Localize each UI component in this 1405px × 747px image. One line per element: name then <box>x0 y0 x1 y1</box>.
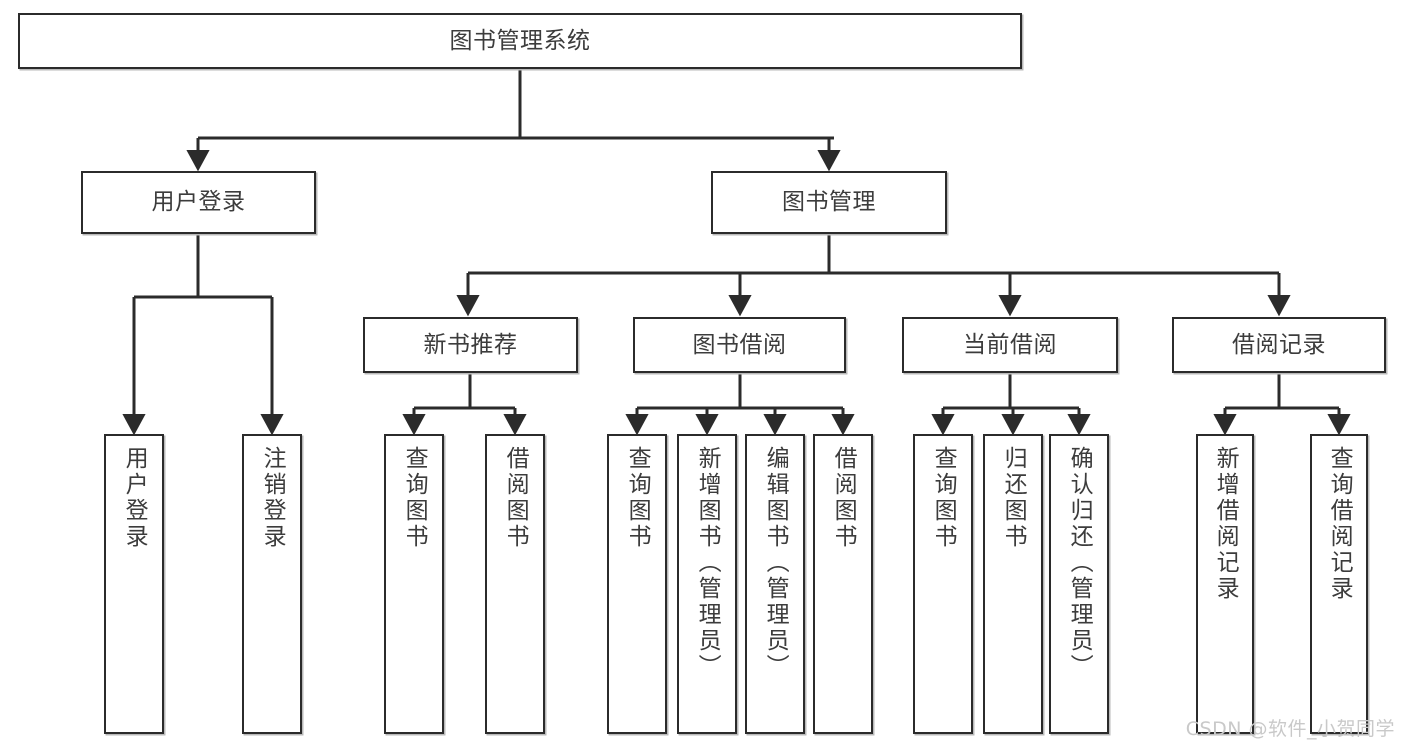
node-new-book-recommendation[interactable]: 新书推荐 <box>363 317 578 373</box>
node-current-borrowing[interactable]: 当前借阅 <box>902 317 1118 373</box>
leaf-book-borrow-edit-book-admin[interactable]: 编辑图书（管理员） <box>745 434 805 734</box>
node-label: 新增图书（管理员） <box>694 446 721 680</box>
node-label: 图书管理系统 <box>449 27 591 54</box>
node-label: 借阅图书 <box>830 446 857 550</box>
node-borrow-record[interactable]: 借阅记录 <box>1172 317 1386 373</box>
leaf-book-borrow-query-book[interactable]: 查询图书 <box>607 434 667 734</box>
leaf-book-borrow-borrow-book[interactable]: 借阅图书 <box>813 434 873 734</box>
node-label: 编辑图书（管理员） <box>762 446 789 680</box>
node-book-management[interactable]: 图书管理 <box>711 171 947 234</box>
watermark: CSDN @软件_小贺同学 <box>1185 718 1395 740</box>
node-label: 查询图书 <box>401 446 428 550</box>
leaf-new-book-borrow-book[interactable]: 借阅图书 <box>485 434 545 734</box>
leaf-user-login-login[interactable]: 用户登录 <box>104 434 164 734</box>
node-label: 查询图书 <box>930 446 957 550</box>
node-label: 查询借阅记录 <box>1326 446 1353 602</box>
node-root-book-management-system[interactable]: 图书管理系统 <box>18 13 1022 69</box>
node-label: 当前借阅 <box>963 331 1057 358</box>
leaf-current-borrow-return-book[interactable]: 归还图书 <box>983 434 1043 734</box>
node-label: 查询图书 <box>624 446 651 550</box>
node-label: 借阅图书 <box>502 446 529 550</box>
leaf-borrow-record-query-record[interactable]: 查询借阅记录 <box>1310 434 1368 734</box>
node-label: 新增借阅记录 <box>1212 446 1239 602</box>
node-user-login[interactable]: 用户登录 <box>81 171 316 234</box>
leaf-user-login-logout[interactable]: 注销登录 <box>242 434 302 734</box>
node-label: 确认归还（管理员） <box>1066 446 1093 680</box>
leaf-current-borrow-query-book[interactable]: 查询图书 <box>913 434 973 734</box>
node-label: 注销登录 <box>259 446 286 550</box>
node-label: 借阅记录 <box>1232 331 1326 358</box>
node-label: 归还图书 <box>1000 446 1027 550</box>
node-label: 图书借阅 <box>692 331 787 358</box>
node-label: 图书管理 <box>782 189 876 216</box>
leaf-borrow-record-add-record[interactable]: 新增借阅记录 <box>1196 434 1254 734</box>
leaf-current-borrow-confirm-return-admin[interactable]: 确认归还（管理员） <box>1049 434 1109 734</box>
node-label: 用户登录 <box>151 189 246 216</box>
node-label: 用户登录 <box>121 446 148 550</box>
leaf-new-book-query-book[interactable]: 查询图书 <box>384 434 444 734</box>
leaf-book-borrow-add-book-admin[interactable]: 新增图书（管理员） <box>677 434 737 734</box>
node-book-borrowing[interactable]: 图书借阅 <box>633 317 846 373</box>
node-label: 新书推荐 <box>423 331 518 358</box>
